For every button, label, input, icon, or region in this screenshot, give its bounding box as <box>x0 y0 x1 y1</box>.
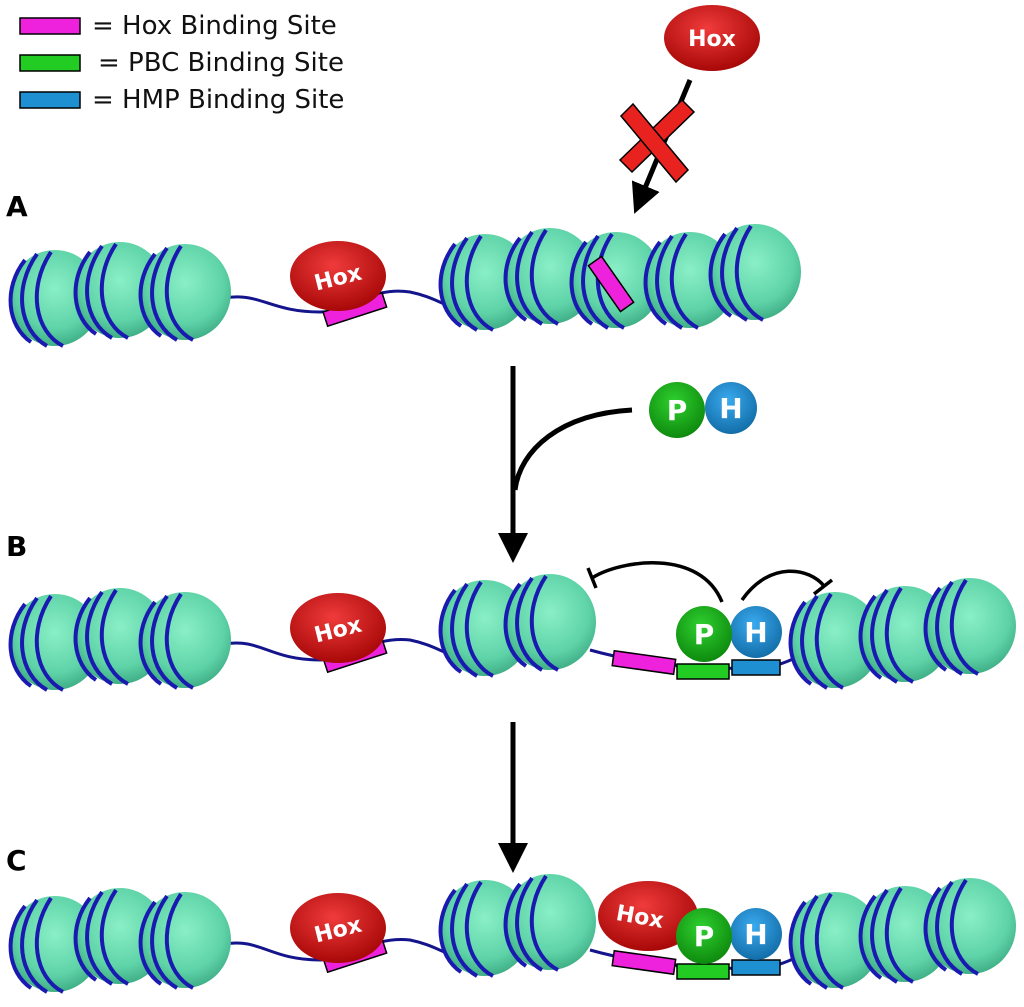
inhibition-arc-left <box>591 561 724 603</box>
nucleosome <box>137 590 233 690</box>
panel-c-bound-hmp <box>730 908 782 960</box>
legend-hox-label: = Hox Binding Site <box>92 11 337 41</box>
panel-b-pbc-label: P <box>694 618 715 651</box>
panel-b-bound-hmp <box>730 606 782 658</box>
nucleosome <box>137 890 233 990</box>
panel-c-pbc-label: P <box>694 920 715 953</box>
free-hmp-label: H <box>719 392 742 425</box>
inhibition-arc-right <box>740 569 826 602</box>
legend-pbc-swatch <box>19 54 81 72</box>
nucleosome <box>137 242 233 342</box>
free-hox-protein: Hox <box>664 5 760 71</box>
inhibition-bar-left <box>586 567 598 589</box>
free-cofactor-complex: H P <box>649 382 757 438</box>
blocked-x-mark <box>618 98 696 184</box>
panel-label-a: A <box>6 190 28 223</box>
free-hox-label: Hox <box>688 27 736 52</box>
nucleosome <box>502 872 598 972</box>
nucleosome <box>502 572 598 672</box>
panel-label-c: C <box>6 844 27 877</box>
panel-c-hmp-site <box>731 959 781 976</box>
legend-pbc-label: = PBC Binding Site <box>98 48 344 78</box>
panel-b-hmp-label: H <box>744 616 767 649</box>
legend-hmp-swatch <box>19 91 81 109</box>
panel-c-pbc-site <box>676 963 730 980</box>
panel-b-chromatin: Hox H P <box>7 561 1018 692</box>
panel-c-bound-pbc <box>676 908 732 964</box>
nucleosome <box>922 576 1018 676</box>
panel-b-pbc-site <box>676 663 730 680</box>
panel-c-bound-hox-2 <box>598 881 698 951</box>
panel-b-bound-hox <box>290 593 386 663</box>
panel-c-hmp-label: H <box>744 918 767 951</box>
panel-b-hmp-site <box>731 659 781 676</box>
free-pbc-label: P <box>667 394 688 427</box>
panel-a-chromatin: Hox <box>7 222 803 348</box>
nucleosome <box>707 222 803 322</box>
panel-c-bound-hox <box>290 893 386 963</box>
panel-c-chromatin: Hox Hox H P <box>7 872 1018 994</box>
cofactor-join-curve <box>512 407 633 491</box>
panel-b-hox-site-exposed <box>611 649 677 676</box>
panel-c-hox-site-2 <box>611 949 677 976</box>
panel-b-bound-pbc <box>676 606 732 662</box>
panel-a-bound-hox <box>290 241 386 311</box>
nucleosome <box>922 876 1018 976</box>
legend: = Hox Binding Site = PBC Binding Site = … <box>19 11 344 115</box>
panel-a-hidden-hox-site <box>587 255 635 313</box>
panel-label-b: B <box>6 530 27 563</box>
legend-hmp-label: = HMP Binding Site <box>92 85 344 115</box>
legend-hox-swatch <box>19 17 81 35</box>
inhibition-bar-right <box>812 578 834 596</box>
